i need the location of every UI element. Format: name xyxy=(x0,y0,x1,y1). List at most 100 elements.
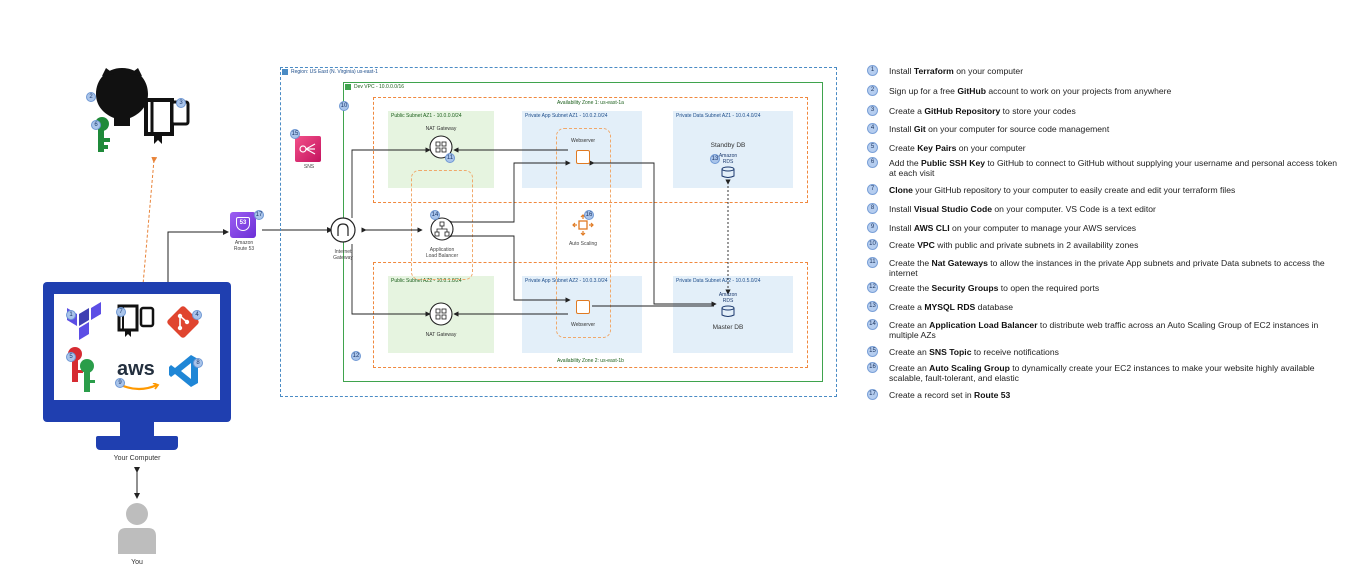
route53-shield: 53 xyxy=(236,217,250,231)
vscode-icon xyxy=(169,355,198,387)
step-text: Install Visual Studio Code on your compu… xyxy=(889,204,1339,214)
step-text-bold: Auto Scaling Group xyxy=(929,363,1010,373)
standby-rds-amazon: Amazon xyxy=(718,153,738,159)
step-text-part: Create a record set in xyxy=(889,390,975,400)
step-text-part: on your computer to manage your AWS serv… xyxy=(949,223,1137,233)
step-text: Clone your GitHub repository to your com… xyxy=(889,185,1339,195)
auto-scaling-icon xyxy=(572,214,594,236)
step-text-bold: SNS Topic xyxy=(929,347,972,357)
webserver-az2: Webserver xyxy=(558,297,608,328)
route53-icon: 53 xyxy=(230,212,256,238)
step-text-part: Create xyxy=(889,143,918,153)
step-text-part: Sign up for a free xyxy=(889,86,958,96)
step-text: Create an Auto Scaling Group to dynamica… xyxy=(889,363,1339,383)
step-text: Create a GitHub Repository to store your… xyxy=(889,106,1339,116)
step-text: Install AWS CLI on your computer to mana… xyxy=(889,223,1339,233)
step-text: Create an SNS Topic to receive notificat… xyxy=(889,347,1339,357)
monitor-base xyxy=(96,436,178,450)
vpc-label: Dev VPC - 10.0.0.0/16 xyxy=(354,84,405,90)
master-db: Amazon RDS Master DB xyxy=(698,292,758,332)
aws-logo-text: aws xyxy=(117,358,155,380)
step-item: 9 Install AWS CLI on your computer to man… xyxy=(867,222,1339,233)
badge-git: 4 xyxy=(192,310,202,320)
step-text-part: to store your codes xyxy=(1000,106,1076,116)
standby-db: Standby DB Amazon RDS 13 xyxy=(698,142,758,183)
step-number-badge: 16 xyxy=(867,362,878,373)
step-text-part: Create the xyxy=(889,283,932,293)
step-text: Create a MYSQL RDS database xyxy=(889,302,1339,312)
route53-label: Amazon Route 53 xyxy=(233,240,255,252)
step-text: Create a record set in Route 53 xyxy=(889,390,1339,400)
step-text-bold: GitHub Repository xyxy=(924,106,1001,116)
git-icon xyxy=(167,306,199,338)
step-text-part: Install xyxy=(889,66,914,76)
nat-gateway-az1: NAT Gateway 11 xyxy=(415,126,467,165)
you-label: You xyxy=(131,559,143,566)
database-cylinder-icon xyxy=(721,305,735,317)
step-text-bold: Route 53 xyxy=(974,390,1011,400)
badge-vpc-2: 12 xyxy=(351,351,361,361)
route53-node: 53 Amazon Route 53 17 xyxy=(222,210,266,252)
az2-label: Availability Zone 2: us-east-1b xyxy=(557,358,624,364)
badge-vscode-local: 7 xyxy=(116,307,126,317)
step-number-badge: 1 xyxy=(867,65,878,76)
master-rds-text: RDS xyxy=(722,298,734,304)
step-number-badge: 3 xyxy=(867,105,878,116)
webserver-az1-label: Webserver xyxy=(570,138,596,144)
step-text: Create Key Pairs on your computer xyxy=(889,143,1339,153)
step-number-badge: 12 xyxy=(867,282,878,293)
step-text-part: Create a xyxy=(889,106,925,116)
step-number-badge: 13 xyxy=(867,301,878,312)
step-text-bold: GitHub xyxy=(957,86,986,96)
badge-alb: 14 xyxy=(430,210,440,220)
step-item: 13 Create a MYSQL RDS database xyxy=(867,301,1339,312)
step-text-bold: AWS CLI xyxy=(913,223,950,233)
badge-rds: 13 xyxy=(710,154,720,164)
step-text-part: to GitHub to connect to GitHub without s… xyxy=(889,158,1338,178)
your-computer-label: Your Computer xyxy=(113,455,161,462)
step-text-bold: Nat Gateways xyxy=(931,258,988,268)
nat-gateway-az2: NAT Gateway xyxy=(415,301,467,338)
ec2-chip-icon xyxy=(576,150,590,164)
badge-asg: 16 xyxy=(584,210,594,220)
step-text-part: with public and private subnets in 2 ava… xyxy=(934,240,1139,250)
step-text-part: on your computer for source code managem… xyxy=(925,124,1110,134)
auto-scaling-label: Auto Scaling xyxy=(568,241,598,247)
webserver-az2-chip-wrap xyxy=(558,297,608,317)
step-item: 16 Create an Auto Scaling Group to dynami… xyxy=(867,362,1339,383)
sns-icon xyxy=(295,136,321,162)
step-number-badge: 6 xyxy=(867,157,878,168)
step-text-part: your GitHub repository to your computer … xyxy=(912,185,1236,195)
alb-label: Application Load Balancer xyxy=(425,247,459,259)
step-text-bold: Key Pairs xyxy=(917,143,957,153)
badge-nat: 11 xyxy=(445,153,455,163)
vpc-flag-icon xyxy=(345,84,351,90)
step-item: 3 Create a GitHub Repository to store you… xyxy=(867,105,1339,116)
step-text-part: Create xyxy=(889,240,918,250)
badge-github: 2 xyxy=(86,92,96,102)
badge-route53: 17 xyxy=(254,210,264,220)
step-number-badge: 7 xyxy=(867,184,878,195)
step-text: Create VPC with public and private subne… xyxy=(889,240,1339,250)
step-text-bold: Application Load Balancer xyxy=(929,320,1038,330)
standby-rds-icon: Amazon RDS xyxy=(715,153,741,183)
webserver-az2-label: Webserver xyxy=(570,322,596,328)
alb-group xyxy=(411,170,473,280)
private-data-subnet-az1-label: Private Data Subnet AZ1 - 10.0.4.0/24 xyxy=(676,113,761,119)
public-subnet-az2-label: Public Subnet AZ2 - 10.0.1.0/24 xyxy=(391,278,462,284)
application-load-balancer: Application Load Balancer 14 xyxy=(412,210,472,259)
step-text-bold: Terraform xyxy=(913,66,954,76)
region-box: Region: US East (N. Virginia) us-east-1 xyxy=(280,67,837,397)
master-rds-amazon: Amazon xyxy=(718,292,738,298)
auto-scaling: Auto Scaling 16 xyxy=(558,210,608,247)
step-number-badge: 9 xyxy=(867,222,878,233)
sns-label: SNS xyxy=(303,164,315,170)
